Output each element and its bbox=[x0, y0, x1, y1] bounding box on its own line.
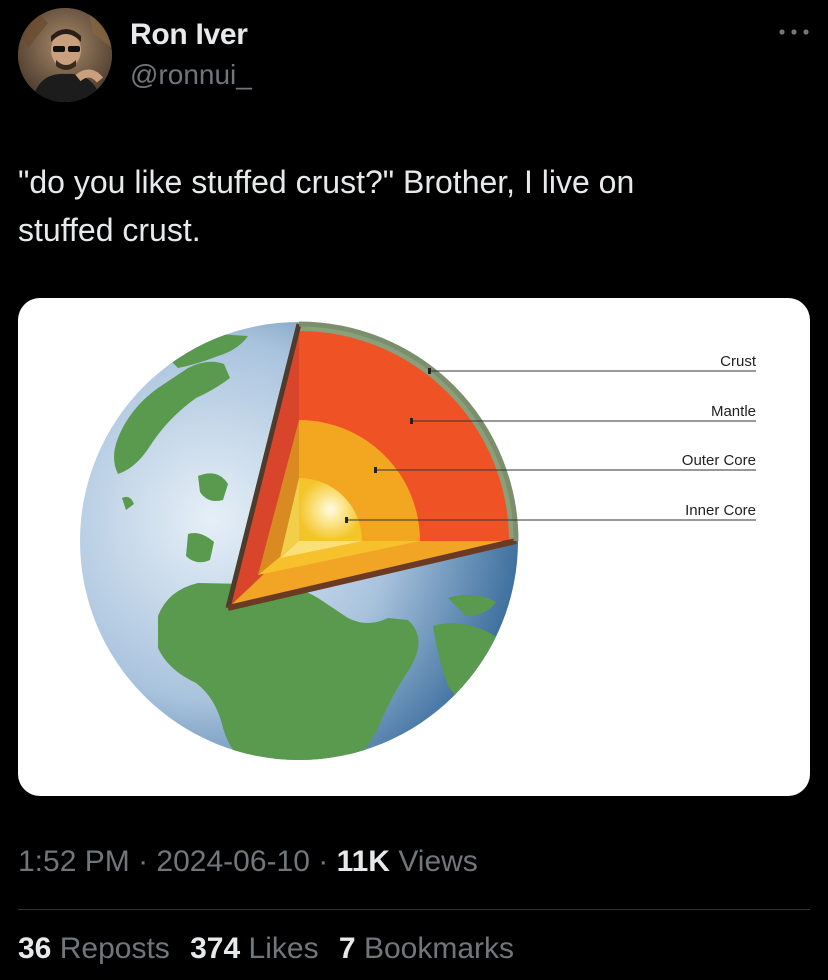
bookmarks-label: Bookmarks bbox=[363, 932, 514, 965]
tweet-time[interactable]: 1:52 PM bbox=[18, 845, 130, 878]
bookmarks-count: 7 bbox=[338, 932, 356, 965]
label-outer-core: Outer Core bbox=[682, 452, 756, 469]
more-options-button[interactable] bbox=[776, 20, 812, 44]
reposts-stat[interactable]: 36 Reposts bbox=[18, 932, 170, 965]
inner-core-layer bbox=[299, 478, 362, 541]
tweet-meta: 1:52 PM · 2024-06-10 · 11K Views bbox=[18, 845, 478, 879]
views-count[interactable]: 11K bbox=[336, 845, 390, 878]
likes-count: 374 bbox=[190, 932, 241, 965]
likes-label: Likes bbox=[248, 932, 319, 965]
author-display-name[interactable]: Ron Iver bbox=[130, 18, 248, 51]
tweet-text-line-2: stuffed crust. bbox=[18, 212, 201, 248]
tweet-image[interactable]: Crust Mantle Outer Core Inner Core bbox=[18, 298, 810, 796]
views-label[interactable]: Views bbox=[398, 845, 478, 878]
meta-separator: · bbox=[318, 845, 329, 878]
tweet-date[interactable]: 2024-06-10 bbox=[156, 845, 310, 878]
bookmarks-stat[interactable]: 7 Bookmarks bbox=[339, 932, 514, 965]
divider bbox=[18, 909, 810, 910]
leader-lines bbox=[347, 370, 756, 521]
engagement-stats: 36 Reposts 374 Likes 7 Bookmarks bbox=[18, 932, 526, 966]
likes-stat[interactable]: 374 Likes bbox=[190, 932, 318, 965]
more-icon bbox=[779, 29, 809, 35]
avatar-photo bbox=[18, 8, 112, 102]
label-mantle: Mantle bbox=[711, 403, 756, 420]
author-handle[interactable]: @ronnui_ bbox=[130, 59, 252, 90]
reposts-count: 36 bbox=[18, 932, 52, 965]
tweet-text-line-1: "do you like stuffed crust?" Brother, I … bbox=[18, 164, 635, 200]
earth-layers-illustration: Crust Mantle Outer Core Inner Core bbox=[80, 321, 757, 760]
reposts-label: Reposts bbox=[59, 932, 170, 965]
avatar[interactable] bbox=[18, 8, 112, 102]
label-crust: Crust bbox=[720, 353, 757, 370]
tweet-text: "do you like stuffed crust?" Brother, I … bbox=[18, 158, 798, 254]
label-inner-core: Inner Core bbox=[685, 502, 756, 519]
meta-separator: · bbox=[138, 845, 149, 878]
